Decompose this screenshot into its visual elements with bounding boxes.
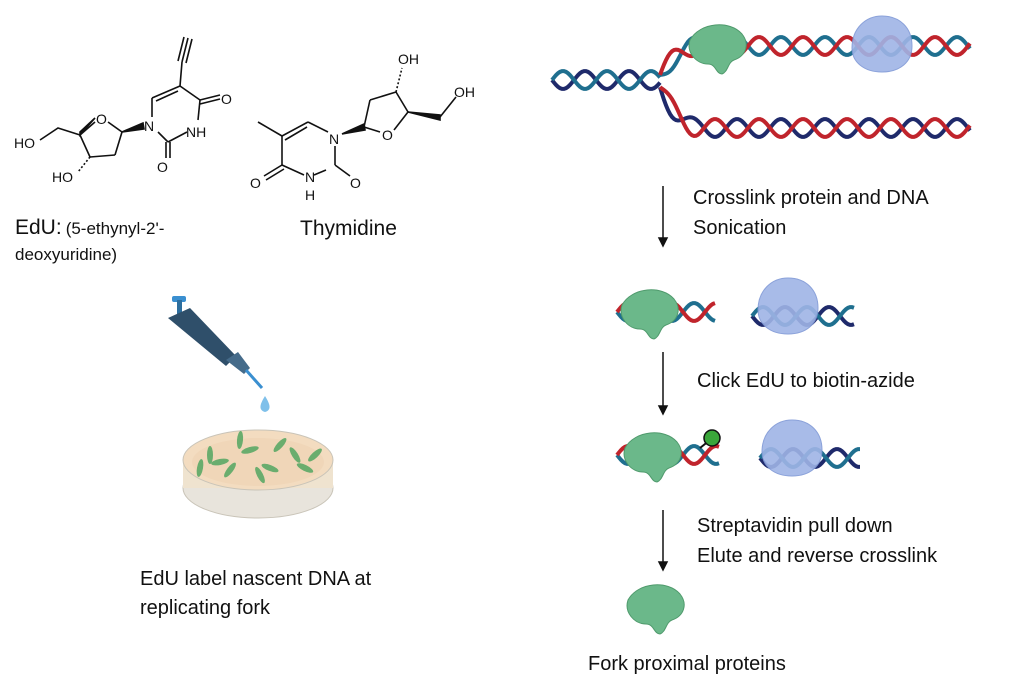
- atom-label: O: [157, 159, 168, 175]
- cell: [308, 448, 322, 462]
- blue-protein-icon: [757, 277, 819, 335]
- thymidine-structure: N O OH OH N H O O: [250, 51, 475, 203]
- cell: [224, 462, 236, 478]
- pipette-icon: [168, 296, 270, 412]
- arrow-down-icon: [657, 186, 669, 248]
- dna-strand: [550, 69, 662, 91]
- blue-protein-icon: [851, 15, 913, 73]
- cell: [261, 463, 279, 473]
- step3-line1: Streptavidin pull down: [697, 515, 893, 537]
- green-protein-icon: [688, 24, 747, 75]
- atom-label: O: [250, 175, 261, 191]
- dna-strand: [550, 69, 662, 91]
- atom-label: H: [305, 187, 315, 203]
- dna-strand: [658, 85, 972, 139]
- step3-line2: Elute and reverse crosslink: [697, 545, 938, 567]
- atom-label: HO: [52, 169, 73, 185]
- blue-protein-icon: [761, 419, 823, 477]
- petri-dish-icon: [182, 429, 334, 519]
- result-label: Fork proximal proteins: [588, 653, 786, 675]
- cell: [196, 459, 204, 477]
- step2-line1: Click EdU to biotin-azide: [697, 370, 915, 392]
- green-protein-icon: [626, 584, 685, 635]
- step1-line2: Sonication: [693, 217, 787, 239]
- atom-label: O: [221, 91, 232, 107]
- atom-label: N: [329, 131, 339, 147]
- edu-fullname-line2: deoxyuridine): [15, 245, 118, 264]
- cell: [273, 438, 287, 452]
- atom-label: NH: [186, 124, 206, 140]
- atom-label: OH: [454, 84, 475, 100]
- atom-label: N: [144, 118, 154, 134]
- cell: [207, 446, 213, 464]
- cell: [255, 466, 265, 484]
- left-caption-line1: EdU label nascent DNA at: [140, 568, 372, 590]
- atom-label: OH: [398, 51, 419, 67]
- left-caption-line2: replicating fork: [140, 597, 271, 619]
- atom-label: O: [350, 175, 361, 191]
- cell: [236, 431, 244, 449]
- edu-label: EdU:(5-ethynyl-2'-: [15, 216, 165, 239]
- cell: [289, 447, 301, 463]
- atom-label: HO: [14, 135, 35, 151]
- cell: [211, 458, 229, 466]
- step1-line1: Crosslink protein and DNA: [693, 187, 929, 209]
- edu-structure: HO O N NH O O HO: [14, 36, 232, 185]
- biotin-icon: [699, 429, 721, 449]
- thymidine-label: Thymidine: [300, 217, 397, 240]
- green-protein-icon: [623, 432, 682, 483]
- arrow-down-icon: [657, 352, 669, 416]
- atom-label: N: [305, 169, 315, 185]
- step-arrows: [657, 186, 669, 572]
- atom-label: O: [96, 111, 107, 127]
- atom-label: O: [382, 127, 393, 143]
- cell: [296, 463, 314, 473]
- cell: [241, 446, 259, 454]
- arrow-down-icon: [657, 510, 669, 572]
- green-protein-icon: [620, 289, 679, 340]
